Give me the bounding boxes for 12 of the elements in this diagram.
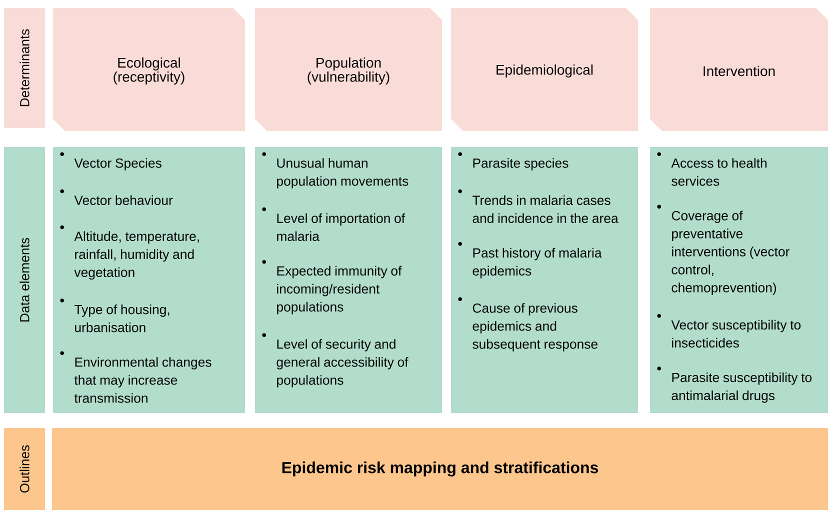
row-label: Determinants [4, 8, 45, 128]
outcome-box: Epidemic risk mapping and stratifications [52, 428, 828, 510]
data-box: Parasite species Trends in malaria cases and incidence in the area Past history of malaria epidemics Cause of previous epidemics and subsequent response [451, 147, 638, 413]
data-box: Vector Species Vector behaviour Altitude, temperature, rainfall, humidity and vegetation Type of housing, urbanisation Environmental changes that may increase transmission [53, 147, 245, 413]
data-box: Unusual human population movements Level of importation of malaria Expected immunity of incoming/resident populations Level of security and general accessibility of populations [255, 147, 442, 413]
data-box: Access to health services Coverage of preventative interventions (vector control, chemoprevention) Vector susceptibility to insecticides Parasite susceptibility to antimalarial drugs [650, 147, 828, 413]
row-label: Data elements [4, 147, 45, 413]
row-label: Outlines [4, 428, 45, 510]
category-box: Population (vulnerability) [255, 8, 442, 131]
category-box: Epidemiological [451, 8, 638, 131]
category-box: Intervention [650, 8, 828, 131]
category-box: Ecological (receptivity) [53, 8, 245, 131]
